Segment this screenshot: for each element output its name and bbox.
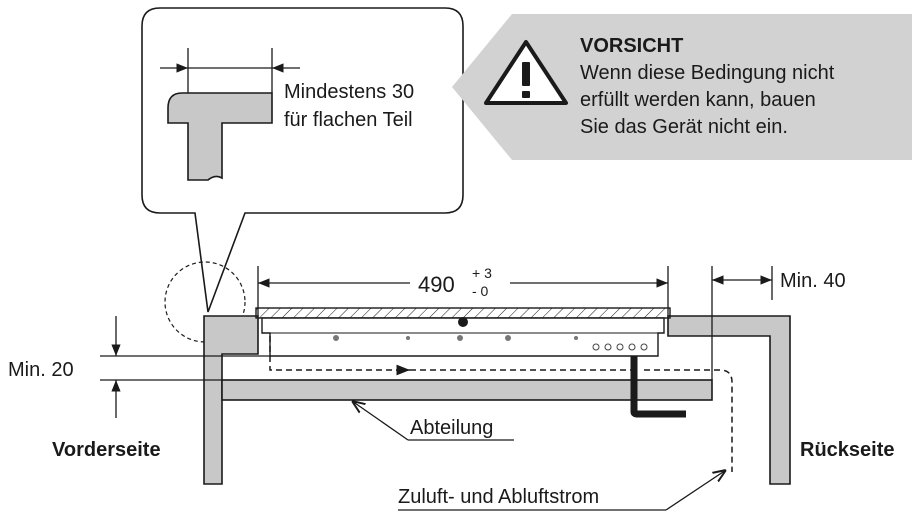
rear-gap-label: Min. 40 [780, 270, 846, 292]
dimension-front-gap [100, 316, 270, 418]
airflow-path [269, 336, 733, 472]
airflow-leader [398, 470, 726, 511]
tolerance-minus: - 0 [472, 283, 489, 299]
warning-triangle-icon [484, 40, 568, 105]
dimension-rear-gap [711, 266, 773, 380]
callout-bubble: Mindestens 30 für flachen Teil [141, 7, 464, 313]
caution-line3: Sie das Gerät nicht ein. [580, 116, 788, 138]
center-screw-icon [458, 317, 468, 327]
compartment-leader [352, 401, 514, 441]
dimension-width [257, 266, 669, 316]
rear-panel [667, 315, 791, 485]
cooktop [255, 307, 686, 418]
detail-circle [164, 261, 246, 343]
power-cable [630, 356, 686, 418]
cooktop-body [261, 317, 665, 357]
countertop-profile [167, 92, 273, 181]
callout-text-line2: für flachen Teil [284, 109, 413, 131]
rear-side-label: Rückseite [800, 439, 895, 461]
caution-line2: erfüllt werden kann, bauen [580, 89, 816, 111]
compartment-shelf [221, 379, 713, 401]
width-value: 490 [418, 272, 455, 297]
compartment-label: Abteilung [410, 417, 493, 439]
airflow-label: Zuluft- und Abluftstrom [398, 486, 599, 508]
caution-box: VORSICHT Wenn diese Bedingung nicht erfü… [452, 14, 912, 160]
tolerance-plus: + 3 [472, 265, 492, 281]
caution-line1: Wenn diese Bedingung nicht [580, 62, 835, 84]
front-side-label: Vorderseite [52, 439, 161, 461]
caution-title: VORSICHT [580, 35, 683, 57]
callout-text-line1: Mindestens 30 [284, 81, 414, 103]
front-gap-label: Min. 20 [8, 359, 74, 381]
glass-top [255, 307, 671, 319]
